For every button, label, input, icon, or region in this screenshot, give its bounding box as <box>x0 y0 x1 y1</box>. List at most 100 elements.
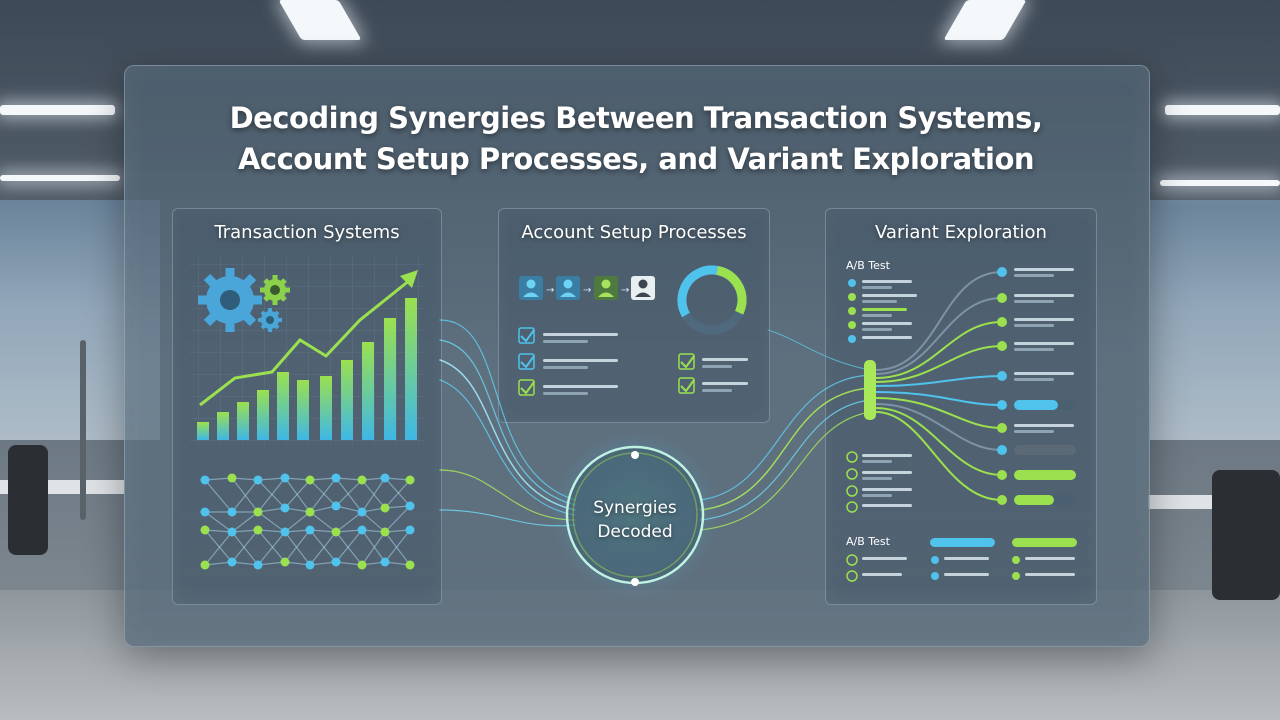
donut-chart-icon <box>677 265 747 335</box>
variant-node <box>997 341 1007 351</box>
list-bullet <box>848 335 856 343</box>
list-line <box>1014 274 1054 277</box>
variant-node <box>997 470 1007 480</box>
network-node <box>331 473 341 483</box>
trend-line <box>199 278 411 407</box>
ab-check-list <box>846 451 912 513</box>
list-line <box>1014 424 1074 427</box>
list-bullet <box>848 293 856 301</box>
list-line <box>862 294 917 297</box>
list-line <box>1025 557 1075 560</box>
hub-label-line-2: Decoded <box>597 522 673 542</box>
list-line <box>862 488 912 491</box>
check-icon <box>846 554 858 566</box>
variant-branches <box>875 271 1003 501</box>
office-chair <box>1212 470 1280 600</box>
user-icon <box>560 292 576 297</box>
user-icon <box>598 292 614 297</box>
network-node <box>380 473 390 483</box>
check-box <box>518 327 535 344</box>
check-box <box>678 353 695 370</box>
gear-icon <box>258 308 282 332</box>
list-bullet <box>931 556 939 564</box>
list-line <box>543 392 588 395</box>
network-node <box>200 507 210 517</box>
list-line <box>862 557 907 560</box>
network-node <box>357 525 367 535</box>
list-line <box>1014 300 1054 303</box>
bar <box>237 402 249 440</box>
list-line <box>862 286 892 289</box>
list-line <box>1014 342 1074 345</box>
list-line <box>702 382 748 385</box>
list-line <box>862 494 892 497</box>
check-icon <box>846 468 858 480</box>
list-line <box>862 328 892 331</box>
variant-splitter <box>864 360 876 420</box>
network-node <box>253 525 263 535</box>
list-line <box>862 322 912 325</box>
user-icon <box>523 292 539 297</box>
network-node <box>331 527 341 537</box>
user-icon <box>563 279 573 289</box>
ab-test-label-2: A/B Test <box>846 535 890 548</box>
network-node <box>405 560 415 570</box>
network-node <box>253 560 263 570</box>
network-node <box>200 475 210 485</box>
variant-lines <box>1014 268 1076 505</box>
ceiling-light <box>1160 180 1280 186</box>
network-node <box>405 525 415 535</box>
hub-label: Synergies Decoded <box>566 496 704 544</box>
network-node <box>227 507 237 517</box>
network-node <box>253 507 263 517</box>
check-icon <box>520 381 535 395</box>
user-icon <box>601 279 611 289</box>
list-line <box>1014 268 1074 271</box>
list-line <box>1014 324 1054 327</box>
list-line <box>862 314 892 317</box>
bar <box>297 380 309 440</box>
ab-test-list-1 <box>848 279 917 343</box>
list-line <box>1014 430 1054 433</box>
variant-pill-fill <box>1014 470 1076 480</box>
list-bullet <box>1012 572 1020 580</box>
network-node <box>405 501 415 511</box>
bar <box>277 372 289 440</box>
bar <box>197 422 209 440</box>
bar <box>217 412 229 440</box>
user-icon <box>526 279 536 289</box>
check-icon <box>846 451 858 463</box>
network-node <box>380 527 390 537</box>
network-node <box>227 557 237 567</box>
list-bullet <box>1012 556 1020 564</box>
list-line <box>862 504 912 507</box>
list-line <box>702 358 748 361</box>
check-icon <box>846 570 858 582</box>
window-right <box>1150 200 1280 440</box>
variant-node <box>997 371 1007 381</box>
variant-exploration-title: Variant Exploration <box>875 222 1047 243</box>
list-line <box>862 280 912 283</box>
list-line <box>543 366 588 369</box>
bar <box>362 342 374 440</box>
variant-pill-fill <box>930 538 995 547</box>
hub-label-line-1: Synergies <box>593 498 677 518</box>
network-graph <box>204 477 411 567</box>
network-node <box>280 557 290 567</box>
list-line <box>543 359 618 362</box>
list-line <box>862 477 892 480</box>
gear-icon <box>260 275 290 305</box>
variant-nodes <box>997 267 1007 505</box>
list-bullet <box>848 307 856 315</box>
data-flow-streams <box>439 319 871 531</box>
network-node <box>200 560 210 570</box>
network-node <box>305 507 315 517</box>
variant-node <box>997 423 1007 433</box>
network-node <box>280 503 290 513</box>
network-node <box>305 560 315 570</box>
list-line <box>1014 294 1074 297</box>
check-box <box>518 379 535 396</box>
network-node <box>357 507 367 517</box>
checklist <box>518 327 748 396</box>
